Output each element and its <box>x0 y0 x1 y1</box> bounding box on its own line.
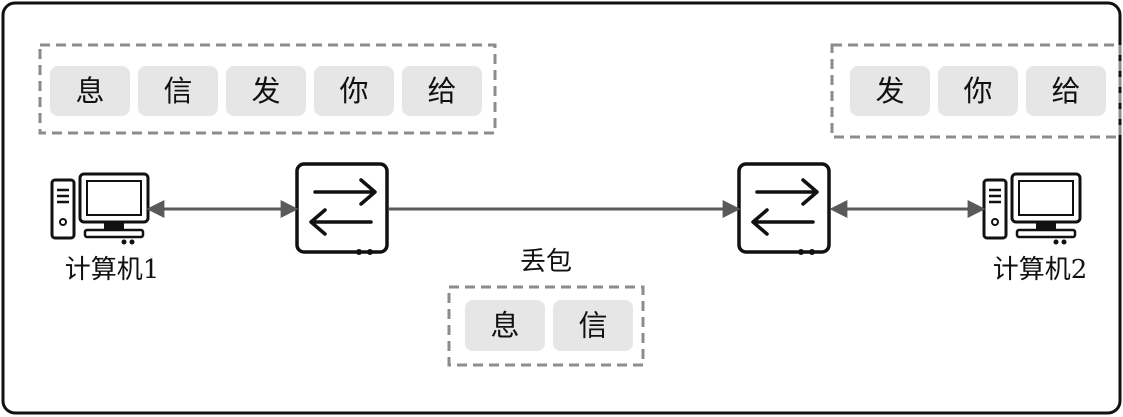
computer-1-label: 计算机1 <box>65 255 160 285</box>
sender-packet-label-1: 信 <box>163 74 192 108</box>
computer-2-icon <box>982 172 1082 245</box>
lost-queue-border <box>447 285 645 367</box>
packet-loss-label: 丢包 <box>520 247 572 277</box>
sender-packet-queue: 息信发你给 <box>38 43 497 135</box>
lost-packet-0 <box>465 300 545 351</box>
receiver-packet-2 <box>1026 66 1106 116</box>
receiver-packet-queue: 发你给 <box>830 43 1122 139</box>
receiver-packet-1 <box>938 66 1018 116</box>
lost-packet-1 <box>553 300 633 351</box>
switch-1-icon <box>295 162 389 255</box>
receiver-packet-label-2: 给 <box>1051 74 1080 108</box>
switch-2-icon <box>737 162 831 255</box>
receiver-packet-label-1: 你 <box>963 74 992 108</box>
computer-2-label: 计算机2 <box>993 255 1088 285</box>
receiver-packet-0 <box>850 66 930 116</box>
sender-packet-4 <box>402 66 482 116</box>
sender-packet-label-0: 息 <box>75 74 104 108</box>
sender-packet-0 <box>50 66 130 116</box>
receiver-packet-label-0: 发 <box>875 74 904 108</box>
sender-packet-1 <box>138 66 218 116</box>
sender-packet-label-3: 你 <box>339 74 368 108</box>
sender-queue-border <box>38 43 497 135</box>
sender-packet-2 <box>226 66 306 116</box>
sender-packet-label-4: 给 <box>427 74 456 108</box>
lost-packet-label-1: 信 <box>578 309 607 343</box>
computer-1-icon <box>50 172 150 245</box>
sender-packet-label-2: 发 <box>251 74 280 108</box>
sender-packet-3 <box>314 66 394 116</box>
receiver-queue-border <box>830 43 1122 139</box>
lost-packet-queue: 息信 <box>447 285 645 367</box>
lost-packet-label-0: 息 <box>490 309 519 343</box>
